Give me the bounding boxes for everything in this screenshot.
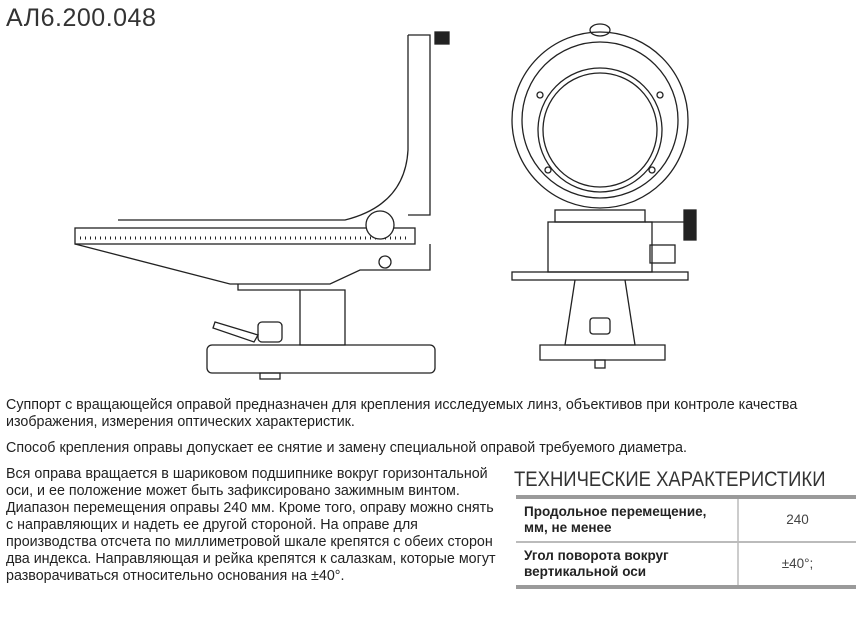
spec-value: ±40°; bbox=[781, 556, 814, 571]
paragraph-details: Вся оправа вращается в шариковом подшипн… bbox=[6, 466, 496, 584]
spec-value: 240 bbox=[738, 497, 856, 543]
table-row: Угол поворота вокруг вертикальной оси ±4… bbox=[516, 542, 856, 587]
side-view-drawing bbox=[74, 31, 450, 380]
paragraph-mount: Способ крепления оправы допускает ее сня… bbox=[6, 440, 687, 456]
specs-table: Продольное перемещение, мм, не менее 240… bbox=[516, 495, 856, 589]
specs-title: ТЕХНИЧЕСКИЕ ХАРАКТЕРИСТИКИ bbox=[514, 468, 826, 491]
product-code: АЛ6.200.048 bbox=[6, 4, 157, 32]
front-view-drawing bbox=[511, 23, 697, 369]
technical-drawing bbox=[74, 23, 697, 380]
paragraph-intro: Суппорт с вращающейся оправой предназнач… bbox=[6, 397, 798, 430]
spec-label: Угол поворота вокруг вертикальной оси bbox=[516, 542, 739, 587]
table-row: Продольное перемещение, мм, не менее 240 bbox=[516, 497, 856, 543]
spec-label: Продольное перемещение, мм, не менее bbox=[516, 497, 739, 543]
